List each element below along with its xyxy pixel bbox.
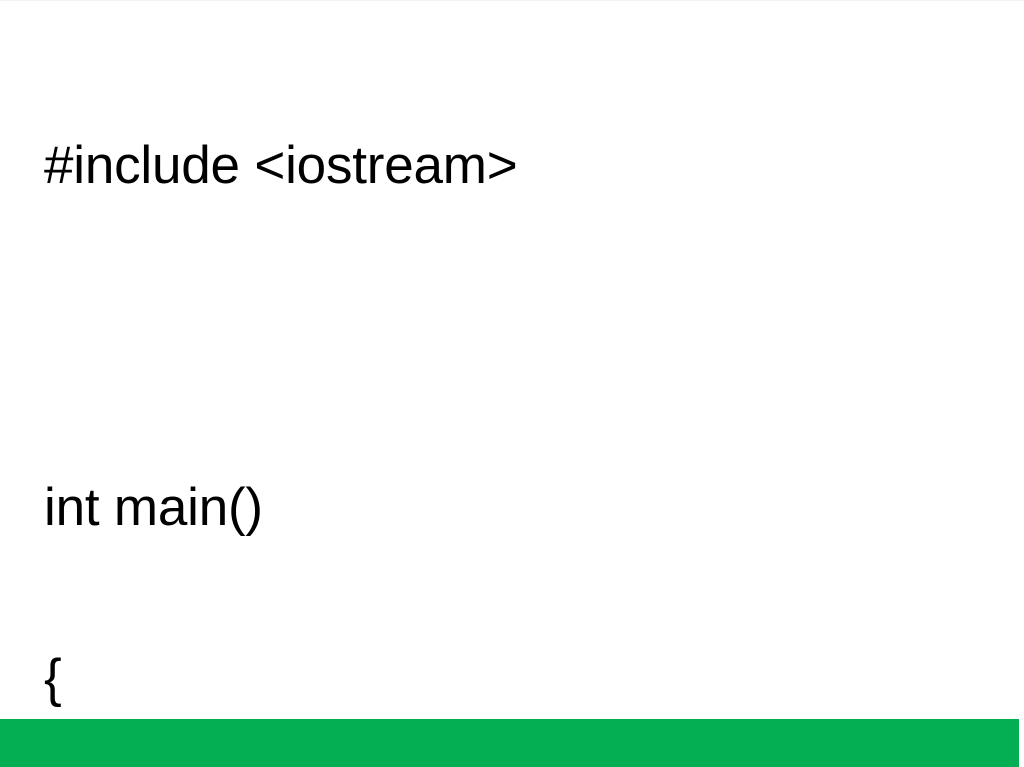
bottom-accent-bar <box>0 719 1019 767</box>
code-line: #include <iostream> <box>44 136 518 195</box>
code-listing: #include <iostream> int main() { int a; … <box>44 23 984 767</box>
code-line: { <box>44 649 62 708</box>
code-line-blank <box>44 308 984 365</box>
code-line: int main() <box>44 478 263 537</box>
